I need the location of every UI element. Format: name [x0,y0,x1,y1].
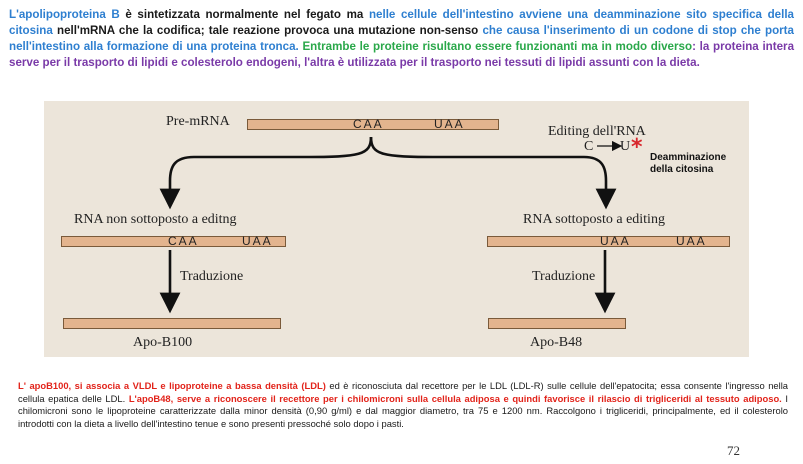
right-protein-bar [488,318,626,329]
deamination-label: Deamminazione della citosina [650,152,726,176]
right-rna-bar: UAA UAA [487,234,730,248]
deamination-line-1: Deamminazione [650,152,727,163]
intro-text-1: è sintetizzata normalmente nel fegato ma [119,8,369,21]
intro-text-5: Entrambe le proteine risultano essere fu… [298,40,693,53]
left-codon-caa: CAA [168,234,199,248]
premrna-codon-caa: CAA [353,117,384,131]
right-protein-label: Apo-B48 [530,335,583,350]
branch-left-arrow [159,136,373,210]
left-protein-bar [63,318,281,329]
left-rna-bar: CAA UAA [61,234,286,248]
bottom-text-2: I chilomicroni sono le lipoproteine cara… [18,392,788,429]
editing-u: U [620,139,631,154]
intro-paragraph: L'apolipoproteina B è sintetizzata norma… [9,7,794,71]
bottom-apob48: L'apoB48, serve a riconoscere il recetto… [128,392,782,404]
premrna-bar: CAA UAA [247,117,499,131]
premrna-codon-uaa: UAA [434,117,465,131]
bottom-paragraph: L' apoB100, si associa a VLDL e lipoprot… [18,380,788,430]
left-codon-uaa: UAA [242,234,273,248]
intro-text-3: nell'mRNA che la codifica; tale reazione… [52,24,483,37]
deamination-line-2: della citosina [650,164,714,175]
left-rna-label: RNA non sottoposto a editng [74,212,237,227]
editing-title: Editing dell'RNA [548,124,646,139]
right-codon-uaa-2: UAA [676,234,707,248]
branch-right-arrow [369,136,617,210]
right-codon-uaa-1: UAA [600,234,631,248]
bottom-apob100: L' apoB100, si associa a VLDL e lipoprot… [18,380,326,391]
arrows-svg [159,136,623,314]
page-number: 72 [727,443,740,458]
intro-text-4: che causa l'inserimento di un codone di … [9,24,794,53]
intro-text-2: nelle cellule dell'intestino avviene una… [9,8,794,37]
right-translation-label: Traduzione [532,269,596,284]
edit-star-icon: * [631,135,643,160]
left-translation-label: Traduzione [180,269,244,284]
editing-c: C [584,139,594,154]
premrna-label: Pre-mRNA [166,114,230,129]
intro-text-6: : la proteina intera serve per il traspo… [9,40,795,69]
right-rna-label: RNA sottoposto a editing [523,212,665,227]
left-protein-label: Apo-B100 [133,335,193,350]
rna-editing-figure: Pre-mRNA CAA UAA Editing dell'RNA C U * … [44,101,749,357]
bottom-text-1: ed è riconosciuta dal recettore per le L… [18,380,788,404]
intro-apob: L'apolipoproteina B [9,8,120,21]
